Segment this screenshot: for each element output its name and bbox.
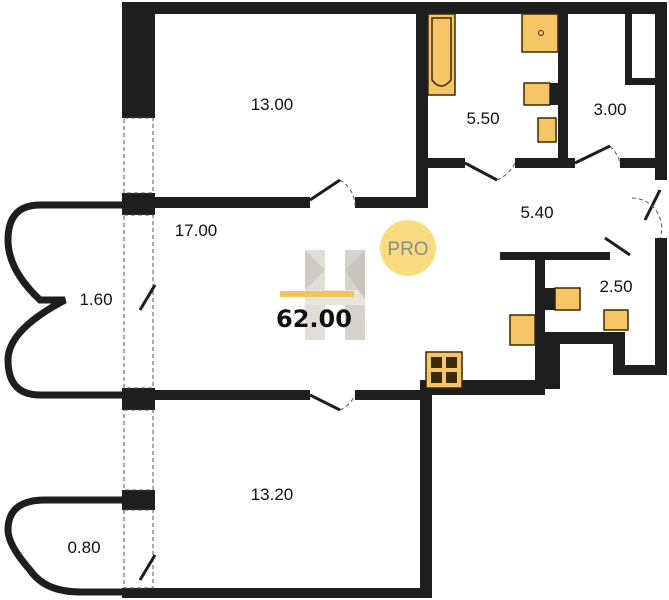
windows: [123, 117, 154, 589]
walls: [122, 2, 667, 598]
room-area-toilet: 2.50: [599, 277, 632, 296]
sink-3-icon: [509, 314, 536, 346]
room-area-balcony-small: 0.80: [67, 538, 100, 557]
room-area-living-kitchen: 17.00: [175, 221, 218, 240]
doors: [138, 144, 663, 581]
logo-watermark: [305, 250, 365, 340]
room-area-corridor: 5.40: [520, 203, 553, 222]
balcony-large-outline: [4, 201, 122, 399]
pro-badge-text: PRO: [387, 239, 428, 260]
toilet-2-icon: [545, 287, 581, 311]
sink-2-icon: [603, 309, 629, 331]
fixtures: [425, 13, 629, 389]
balcony-small-outline: [4, 496, 122, 596]
sink-icon: [537, 117, 557, 143]
room-area-bedroom-top: 13.00: [251, 95, 294, 114]
pro-badge: [380, 220, 436, 276]
toilet-icon: [523, 82, 558, 106]
stove-icon: [425, 351, 463, 389]
room-area-bedroom-bottom: 13.20: [251, 485, 294, 504]
room-area-balcony-large: 1.60: [79, 290, 112, 309]
shower-icon: [521, 13, 559, 53]
accent-line: [280, 291, 354, 297]
room-area-storage: 3.00: [593, 100, 626, 119]
total-area: 62.00: [276, 305, 352, 333]
bathtub-icon: [427, 13, 456, 96]
room-area-bathroom: 5.50: [466, 109, 499, 128]
